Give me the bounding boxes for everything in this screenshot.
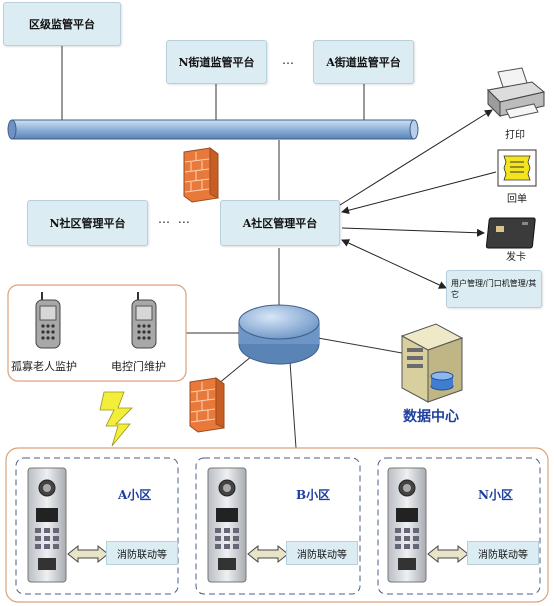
street-a-platform-box: A街道监管平台 [313,40,414,84]
firewall-icon-bottom [189,377,225,433]
router-icon [238,304,320,365]
elderly-monitor-label: 孤寡老人监护 [11,360,77,373]
user-mgmt-box: 用户管理/门口机管理/其它 [446,270,542,308]
door-panel-icon-b [207,467,247,583]
print-label: 打印 [505,130,525,141]
arrow-card [341,227,485,237]
street-n-platform-label: N街道监管平台 [178,56,255,69]
card-label: 发卡 [506,252,526,263]
mobile-frame [7,284,187,382]
receipt-label: 回单 [507,194,527,205]
community-a-platform-box: A社区管理平台 [220,200,340,246]
phone-icon-door [131,292,157,349]
phone-icon-elderly [35,292,61,349]
receipt-icon [497,149,537,187]
area-box-n [377,457,541,595]
server-icon [400,323,464,403]
area-a-name: A小区 [118,488,152,502]
street-ellipsis: … [282,53,296,67]
arrow-print [339,109,493,206]
card-icon [485,217,536,249]
data-center-label: 数据中心 [403,409,459,425]
double-arrow-icon-b [247,544,289,564]
area-a-linkage-label: 消防联动等 [117,549,167,561]
area-a-linkage-box: 消防联动等 [106,541,178,565]
area-n-linkage-box: 消防联动等 [467,541,539,565]
arrow-usermgmt [341,239,447,289]
firewall-icon-top [183,147,219,203]
arrow-receipt [341,171,497,215]
area-box-a [15,457,179,595]
door-panel-icon-a [27,467,67,583]
community-ellipsis: … … [158,212,192,226]
wireless-lightning-icon [99,391,133,447]
community-n-platform-label: N社区管理平台 [49,217,126,230]
line-router-firewall [217,355,253,385]
community-n-platform-box: N社区管理平台 [27,200,148,246]
door-maintenance-label: 电控门维护 [111,360,166,373]
double-arrow-icon-n [427,544,469,564]
district-platform-box: 区级监管平台 [3,2,121,46]
street-n-platform-box: N街道监管平台 [166,40,267,84]
community-a-platform-label: A社区管理平台 [242,217,318,230]
backbone-bus [7,119,419,140]
area-b-linkage-label: 消防联动等 [297,549,347,561]
user-mgmt-label: 用户管理/门口机管理/其它 [451,279,537,299]
district-platform-label: 区级监管平台 [29,18,95,31]
line-router-datacenter [317,337,403,354]
door-panel-icon-n [387,467,427,583]
double-arrow-icon-a [67,544,109,564]
street-a-platform-label: A街道监管平台 [326,56,401,69]
area-box-b [195,457,361,595]
area-n-linkage-label: 消防联动等 [478,549,528,561]
area-b-name: B小区 [296,488,331,502]
areas-frame [5,447,549,603]
area-n-name: N小区 [478,488,513,502]
printer-icon [486,67,546,119]
area-b-linkage-box: 消防联动等 [286,541,358,565]
line-router-areas [289,361,297,449]
